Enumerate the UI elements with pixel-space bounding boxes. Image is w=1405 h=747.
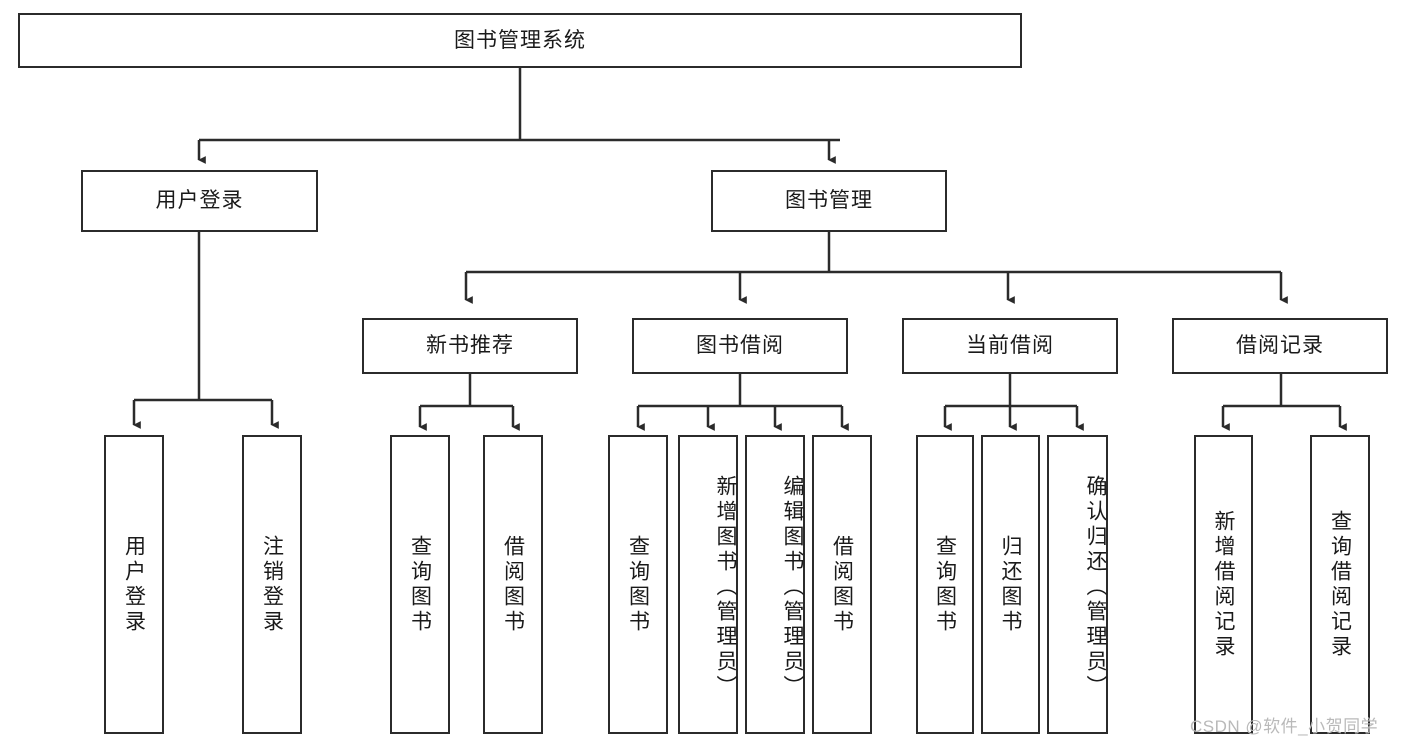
node-current-borrow[interactable]: 当前借阅 bbox=[902, 318, 1118, 374]
node-leaf-confirm-return-label: 确认归还（管理员） bbox=[1084, 475, 1107, 700]
node-borrow-record-label: 借阅记录 bbox=[1236, 334, 1324, 358]
node-leaf-add-record-label: 新增借阅记录 bbox=[1212, 509, 1235, 660]
csdn-watermark: CSDN @软件_小贺同学 bbox=[1190, 717, 1379, 736]
node-leaf-borrow-book-1[interactable]: 借阅图书 bbox=[483, 435, 543, 734]
node-root-label: 图书管理系统 bbox=[454, 28, 586, 52]
node-leaf-add-record[interactable]: 新增借阅记录 bbox=[1194, 435, 1253, 734]
node-leaf-user-login[interactable]: 用户登录 bbox=[104, 435, 164, 734]
node-leaf-borrow-book-2-label: 借阅图书 bbox=[830, 534, 854, 635]
node-leaf-user-login-label: 用户登录 bbox=[122, 534, 146, 635]
node-book-manage-label: 图书管理 bbox=[785, 189, 873, 213]
node-leaf-query-record-label: 查询借阅记录 bbox=[1328, 509, 1352, 660]
node-leaf-return-book-label: 归还图书 bbox=[999, 534, 1022, 635]
node-user-login-label: 用户登录 bbox=[155, 189, 244, 213]
node-leaf-query-record[interactable]: 查询借阅记录 bbox=[1310, 435, 1370, 734]
node-leaf-user-logout-label: 注销登录 bbox=[260, 534, 284, 635]
node-current-borrow-label: 当前借阅 bbox=[966, 334, 1054, 358]
node-borrow-record[interactable]: 借阅记录 bbox=[1172, 318, 1388, 374]
node-leaf-query-book-3[interactable]: 查询图书 bbox=[916, 435, 974, 734]
node-leaf-query-book-1-label: 查询图书 bbox=[408, 534, 432, 635]
node-root[interactable]: 图书管理系统 bbox=[18, 13, 1022, 68]
node-book-manage[interactable]: 图书管理 bbox=[711, 170, 947, 232]
node-leaf-add-book-label: 新增图书（管理员） bbox=[714, 475, 737, 700]
node-leaf-query-book-1[interactable]: 查询图书 bbox=[390, 435, 450, 734]
node-leaf-edit-book-label: 编辑图书（管理员） bbox=[781, 475, 804, 700]
node-leaf-borrow-book-2[interactable]: 借阅图书 bbox=[812, 435, 872, 734]
node-leaf-query-book-3-label: 查询图书 bbox=[933, 534, 957, 635]
node-leaf-query-book-2-label: 查询图书 bbox=[626, 534, 650, 635]
node-book-borrow[interactable]: 图书借阅 bbox=[632, 318, 848, 374]
node-user-login[interactable]: 用户登录 bbox=[81, 170, 318, 232]
node-leaf-add-book[interactable]: 新增图书（管理员） bbox=[678, 435, 738, 734]
node-leaf-borrow-book-1-label: 借阅图书 bbox=[501, 534, 525, 635]
node-leaf-confirm-return[interactable]: 确认归还（管理员） bbox=[1047, 435, 1108, 734]
node-book-borrow-label: 图书借阅 bbox=[696, 334, 784, 358]
node-leaf-return-book[interactable]: 归还图书 bbox=[981, 435, 1040, 734]
node-new-book-rec[interactable]: 新书推荐 bbox=[362, 318, 578, 374]
node-leaf-edit-book[interactable]: 编辑图书（管理员） bbox=[745, 435, 805, 734]
node-new-book-rec-label: 新书推荐 bbox=[426, 334, 514, 358]
node-leaf-query-book-2[interactable]: 查询图书 bbox=[608, 435, 668, 734]
node-leaf-user-logout[interactable]: 注销登录 bbox=[242, 435, 302, 734]
